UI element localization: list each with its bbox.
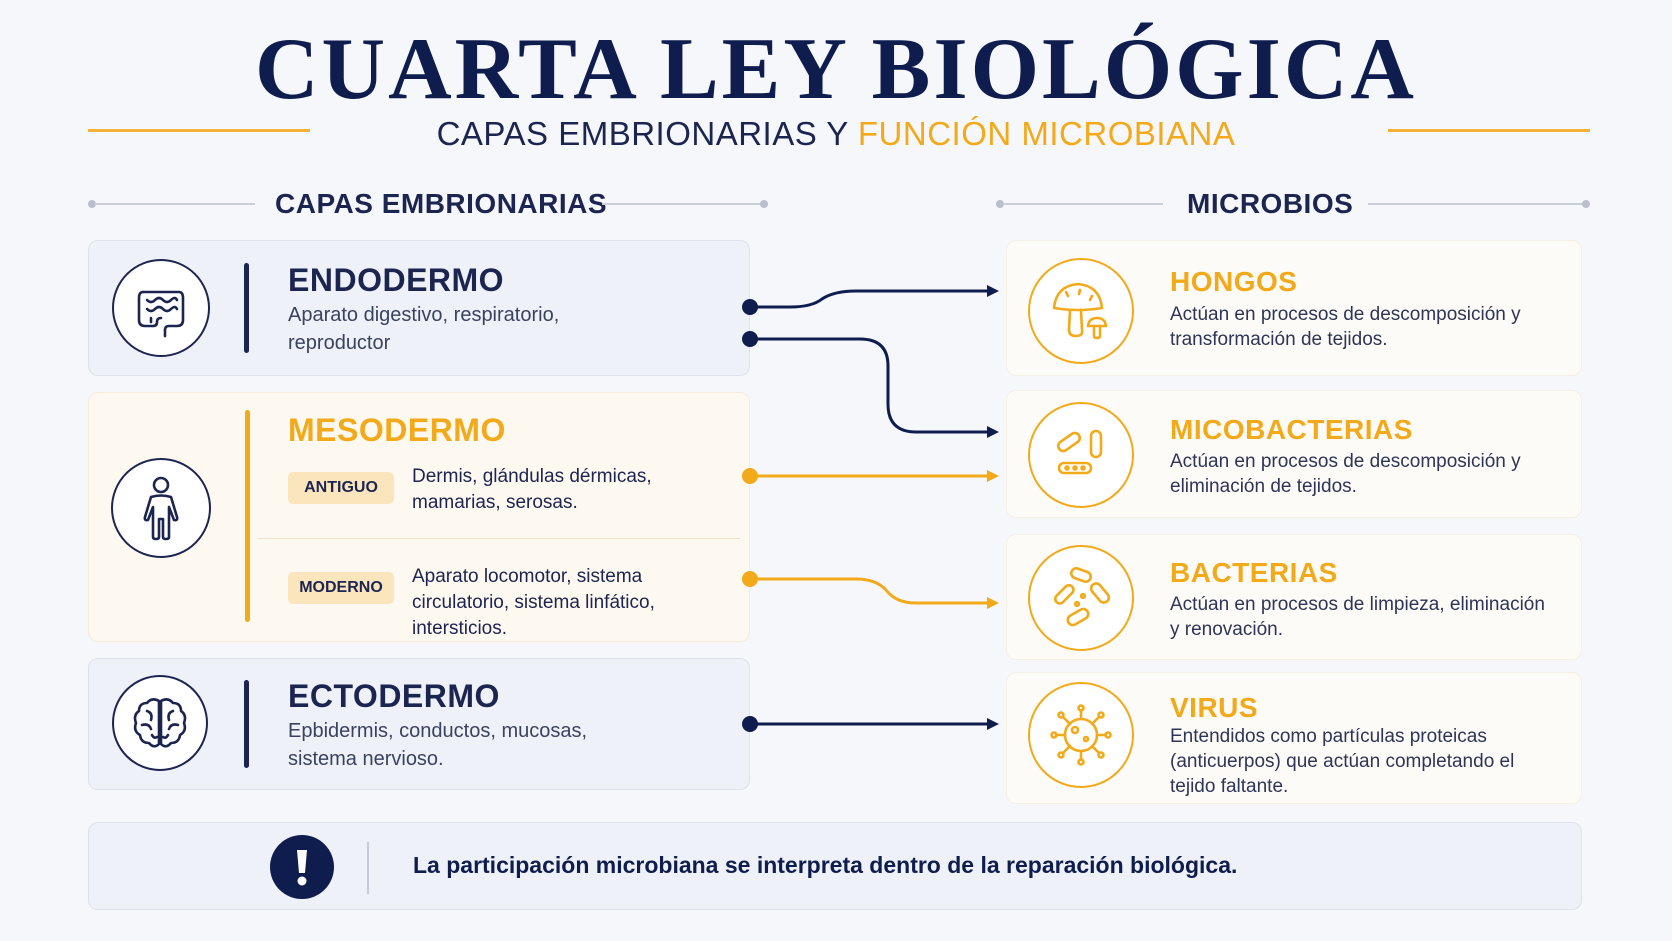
note-divider <box>367 842 369 894</box>
layer-accent-bar <box>244 263 249 353</box>
section-line <box>95 203 255 205</box>
note-banner <box>88 822 1582 910</box>
section-line-dot <box>1582 200 1590 208</box>
subtitle-part-2: FUNCIÓN MICROBIANA <box>857 115 1236 152</box>
subtitle-part-1: CAPAS EMBRIONARIAS Y <box>436 115 858 152</box>
title-decor-line-left <box>88 129 310 132</box>
microbe-desc-bacterias: Actúan en procesos de limpieza, eliminac… <box>1170 594 1545 640</box>
layer-desc-mesodermo-antiguo: Dermis, glándulas dérmicas, mamarias, se… <box>412 466 652 513</box>
tag-antiguo: ANTIGUO <box>288 472 394 504</box>
layer-title-mesodermo: MESODERMO <box>288 412 506 448</box>
exclamation-icon <box>270 835 334 899</box>
microbe-desc-virus: Entendidos como partículas proteicas (an… <box>1170 726 1515 797</box>
arrow-ectodermo-virus <box>742 716 999 732</box>
tag-moderno: MODERNO <box>288 572 394 604</box>
microbe-desc-hongos: Actúan en procesos de descomposición y t… <box>1170 304 1521 350</box>
section-line-dot <box>88 200 96 208</box>
mushroom-icon <box>1028 258 1134 364</box>
brain-icon <box>112 675 208 771</box>
section-line-dot <box>996 200 1004 208</box>
layer-desc-ectodermo: Epbidermis, conductos, mucosas, sistema … <box>288 720 588 770</box>
arrow-mesodermo-moderno-bacterias <box>742 571 999 609</box>
arrow-mesodermo-antiguo-micobacterias <box>742 468 999 484</box>
layer-accent-bar <box>244 680 249 768</box>
section-line-dot <box>760 200 768 208</box>
microbe-title-bacterias: BACTERIAS <box>1170 557 1338 588</box>
layer-title-endodermo: ENDODERMO <box>288 262 505 298</box>
divider <box>258 538 740 539</box>
layer-accent-bar <box>245 410 250 622</box>
microbe-title-hongos: HONGOS <box>1170 266 1298 297</box>
layer-desc-mesodermo-moderno: Aparato locomotor, sistema circulatorio,… <box>412 566 655 639</box>
microbe-title-virus: VIRUS <box>1170 692 1259 723</box>
microbe-desc-micobacterias: Actúan en procesos de descomposición y e… <box>1170 451 1521 497</box>
arrow-endodermo-hongos <box>742 285 999 315</box>
section-title-microbios: MICROBIOS <box>1187 188 1354 219</box>
mycobacteria-icon <box>1028 402 1134 508</box>
section-line <box>1003 203 1163 205</box>
section-title-capas: CAPAS EMBRIONARIAS <box>275 188 608 219</box>
section-line <box>602 203 762 205</box>
human-figure-icon <box>111 458 211 558</box>
arrow-endodermo-micobacterias <box>742 331 999 438</box>
microbe-title-micobacterias: MICOBACTERIAS <box>1170 414 1413 445</box>
bacteria-icon <box>1028 545 1134 651</box>
note-text: La participación microbiana se interpret… <box>413 852 1238 878</box>
section-line <box>1368 203 1586 205</box>
page-title: CUARTA LEY BIOLÓGICA <box>255 21 1417 118</box>
title-decor-line-right <box>1388 129 1590 132</box>
layer-title-ectodermo: ECTODERMO <box>288 678 500 714</box>
intestine-icon <box>112 259 210 357</box>
layer-desc-endodermo: Aparato digestivo, respiratorio, reprodu… <box>288 304 560 354</box>
virus-icon <box>1028 682 1134 788</box>
page-subtitle: CAPAS EMBRIONARIAS Y FUNCIÓN MICROBIANA <box>0 115 1672 153</box>
